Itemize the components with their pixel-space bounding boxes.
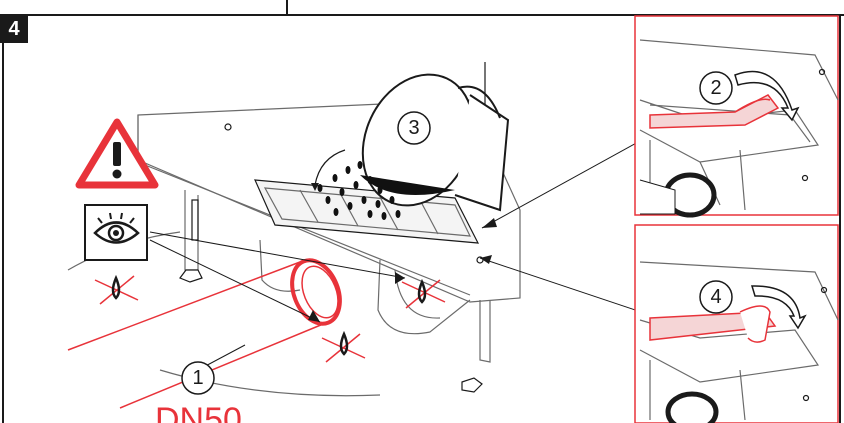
arrow-head (480, 255, 492, 264)
bucket (360, 73, 510, 212)
pipe-size-label: DN50 (155, 401, 242, 423)
inset-leader-lines (479, 129, 666, 321)
callout-number-1: 1 (192, 367, 203, 389)
inset-bottom (634, 224, 839, 423)
eye-inspect-icon (84, 204, 148, 261)
callout-number-3: 3 (408, 117, 419, 139)
no-drip-icon (94, 274, 139, 305)
liquid-drops (317, 161, 401, 220)
curved-arrow-icon (750, 285, 807, 330)
pour-arrow-head (311, 183, 319, 191)
arrow-head (395, 272, 405, 284)
warning-triangle-icon (75, 118, 159, 189)
curved-arrow-icon (734, 70, 800, 122)
callout-number-2: 2 (710, 77, 721, 99)
arrow-head (482, 218, 497, 228)
inset-top (634, 15, 839, 218)
arrow-head (308, 310, 320, 322)
callout-1 (181, 344, 246, 395)
callout-number-4: 4 (710, 286, 721, 308)
step-number-badge: 4 (0, 15, 28, 43)
red-pipe (67, 258, 342, 409)
no-drip-icon (401, 278, 446, 309)
inspection-lines (149, 231, 406, 323)
pour-arrow (314, 149, 346, 186)
no-drip-icon (321, 330, 366, 363)
